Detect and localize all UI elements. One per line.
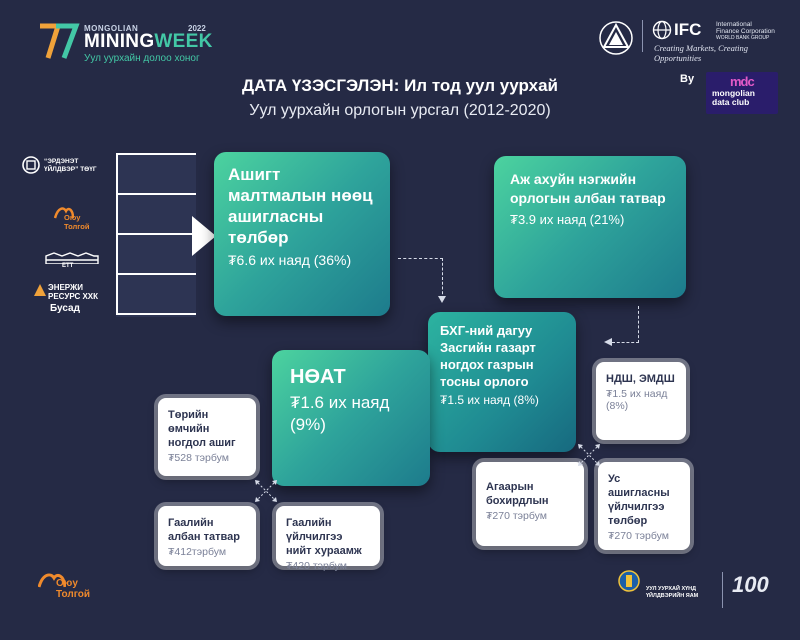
vat-box: НӨАТ ₮1.6 их наяд (9%) bbox=[272, 350, 430, 486]
vat-value: ₮1.6 их наяд (9%) bbox=[290, 393, 390, 434]
air-pollution-title: Агаарын бохирдлын bbox=[486, 481, 549, 507]
mining-week-subtitle: Уул уурхайн долоо хоног bbox=[84, 53, 200, 64]
page-subtitle: Уул уурхайн орлогын урсгал (2012-2020) bbox=[249, 102, 551, 119]
customs-tax-box: Гаалийн албан татвар ₮412тэрбум bbox=[158, 506, 256, 566]
ifc-logo: IFC International Finance Corporation WO… bbox=[598, 18, 788, 63]
psa-value: ₮1.5 их наяд (8%) bbox=[440, 393, 539, 407]
ett-logo: ETT bbox=[44, 252, 100, 270]
flow-line bbox=[116, 193, 196, 195]
air-pollution-value: ₮270 тэрбум bbox=[486, 510, 547, 522]
oyu-tolgoi-logo-small: Оюу Толгой bbox=[50, 205, 100, 235]
company-name: ETT bbox=[62, 263, 74, 269]
company-name: “ЭРДЭНЭТ ҮЙЛДВЭР” ТӨҮГ bbox=[44, 158, 97, 173]
page-title: ДАТА ҮЗЭСГЭЛЭН: Ил тод уул уурхай bbox=[241, 76, 559, 95]
customs-fee-title: Гаалийн үйлчилгээ нийт хураамж bbox=[286, 517, 362, 557]
cit-value: ₮3.9 их наяд (21%) bbox=[510, 212, 625, 227]
customs-tax-value: ₮412тэрбум bbox=[168, 546, 227, 558]
flow-line bbox=[116, 233, 196, 235]
ministry-logos: УУЛ УУРХАЙ ХҮНД ҮЙЛДВЭРИЙН ЯАМ 100 bbox=[618, 570, 778, 620]
social-box: НДШ, ЭМДШ ₮1.5 их наяд (8%) bbox=[596, 362, 686, 440]
by-label: By bbox=[680, 73, 695, 85]
water-use-title: Ус ашигласны үйлчилгээ төлбөр bbox=[608, 473, 670, 527]
cross-connector-left-icon bbox=[255, 480, 277, 502]
centenary-number: 100 bbox=[732, 572, 769, 597]
dividend-value: ₮528 тэрбум bbox=[168, 452, 229, 464]
connector-arrow-icon bbox=[604, 338, 612, 346]
flow-line bbox=[116, 313, 196, 315]
water-use-box: Ус ашигласны үйлчилгээ төлбөр ₮270 тэрбу… bbox=[598, 462, 690, 550]
mdc-line: mongolian bbox=[712, 88, 755, 98]
connector-arrow-icon bbox=[438, 296, 446, 303]
oyu-tolgoi-logo: Оюу Толгой bbox=[38, 570, 98, 610]
customs-fee-box: Гаалийн үйлчилгээ нийт хураамж ₮420 тэрб… bbox=[276, 506, 380, 572]
mining-week-mark-icon bbox=[40, 23, 80, 59]
mining-week-small: MONGOLIAN bbox=[84, 24, 139, 33]
cit-title: Аж ахуйн нэгжийн орлогын албан татвар bbox=[510, 171, 666, 206]
mdc-line: data club bbox=[712, 97, 750, 107]
mining-week-title: MININGWEEK bbox=[84, 31, 213, 53]
air-pollution-box: Агаарын бохирдлын ₮270 тэрбум bbox=[476, 462, 584, 546]
cit-box: Аж ахуйн нэгжийн орлогын албан татвар ₮3… bbox=[494, 156, 686, 298]
dividend-box: Төрийн өмчийн ногдол ашиг ₮528 тэрбум bbox=[158, 398, 256, 476]
ifc-name-line: WORLD BANK GROUP bbox=[716, 35, 770, 41]
royalty-box: Ашигт малтмалын нөөц ашигласны төлбөр ₮6… bbox=[214, 152, 390, 316]
triangle-emblem-icon bbox=[599, 21, 633, 55]
social-value: ₮1.5 их наяд (8%) bbox=[606, 388, 668, 412]
energy-resources-mark-icon bbox=[34, 284, 46, 296]
globe-icon bbox=[652, 20, 672, 40]
other-companies-label: Бусад bbox=[50, 303, 80, 314]
mining-week-year: 2022 bbox=[188, 24, 206, 33]
connector-royalty-psa bbox=[398, 258, 443, 299]
footer-separator bbox=[722, 572, 723, 608]
ifc-separator bbox=[642, 20, 643, 52]
flow-line bbox=[116, 273, 196, 275]
erdenet-logo: “ЭРДЭНЭТ ҮЙЛДВЭР” ТӨҮГ bbox=[22, 156, 112, 176]
cross-connector-right-icon bbox=[578, 444, 600, 466]
psa-box: БХГ-ний дагуу Засгийн газарт ногдох газр… bbox=[428, 312, 576, 452]
soyombo-emblem-icon bbox=[618, 570, 640, 592]
water-use-value: ₮270 тэрбум bbox=[608, 530, 669, 542]
company-flow-lines bbox=[116, 153, 196, 317]
ifc-tagline: Creating Markets, Creating Opportunities bbox=[654, 43, 749, 63]
mining-week-logo: MONGOLIAN 2022 MININGWEEK Уул уурхайн до… bbox=[38, 20, 218, 68]
psa-title: БХГ-ний дагуу Засгийн газарт ногдох газр… bbox=[440, 323, 536, 389]
connector-cit-social bbox=[612, 306, 639, 343]
company-name: Оюу Толгой bbox=[64, 213, 90, 231]
customs-fee-value: ₮420 тэрбум bbox=[286, 560, 347, 572]
ifc-wordmark: IFC bbox=[674, 20, 702, 39]
oyu-tolgoi-mark-icon bbox=[54, 207, 74, 219]
flow-line bbox=[116, 153, 196, 155]
ministry-name: УУЛ УУРХАЙ ХҮНД ҮЙЛДВЭРИЙН ЯАМ bbox=[646, 586, 699, 599]
royalty-title: Ашигт малтмалын нөөц ашигласны төлбөр bbox=[228, 165, 373, 247]
dividend-title: Төрийн өмчийн ногдол ашиг bbox=[168, 409, 236, 449]
oyu-tolgoi-mark-icon bbox=[38, 573, 66, 588]
royalty-value: ₮6.6 их наяд (36%) bbox=[228, 252, 352, 268]
mongolian-data-club-logo: mdc mongolian data club bbox=[706, 72, 778, 114]
week-word: WEEK bbox=[154, 31, 213, 52]
vat-title: НӨАТ bbox=[290, 366, 346, 388]
flow-arrow-icon bbox=[192, 216, 216, 256]
ifc-name-line: International bbox=[716, 21, 752, 28]
oyu-tolgoi-name: Оюу Толгой bbox=[56, 578, 90, 600]
ett-building-icon bbox=[45, 252, 99, 264]
mdc-name: mongolian data club bbox=[712, 89, 755, 107]
mining-word: MINING bbox=[84, 31, 155, 52]
customs-tax-title: Гаалийн албан татвар bbox=[168, 517, 240, 543]
erdenet-emblem-icon bbox=[22, 156, 40, 174]
company-name: ЭНЕРЖИ РЕСУРС ХХК bbox=[48, 283, 99, 301]
flow-line-vertical bbox=[116, 153, 118, 315]
ifc-full-name: International Finance Corporation WORLD … bbox=[716, 21, 775, 42]
energy-resources-logo: ЭНЕРЖИ РЕСУРС ХХК bbox=[34, 282, 114, 302]
ifc-name-line: Finance Corporation bbox=[716, 28, 775, 35]
social-title: НДШ, ЭМДШ bbox=[606, 373, 675, 385]
mdc-mark-icon: mdc bbox=[730, 74, 755, 89]
